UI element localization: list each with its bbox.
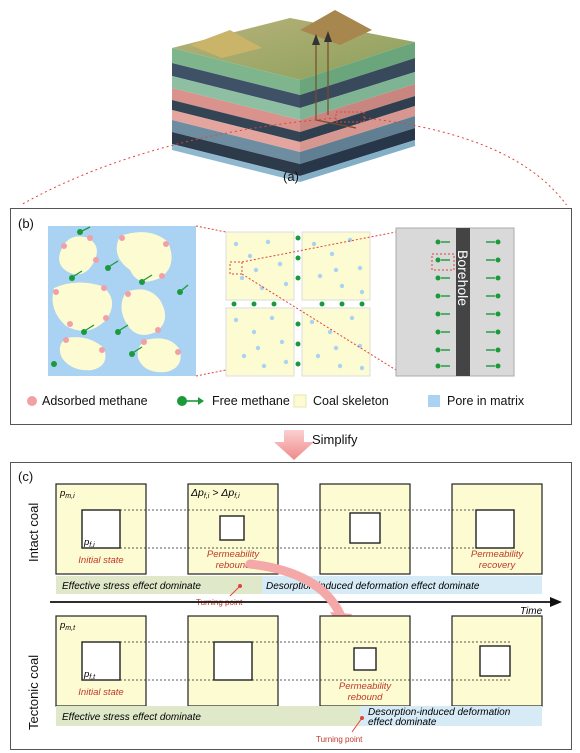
coal-skeleton-swatch-icon (293, 394, 307, 408)
mountain-shape (300, 10, 372, 45)
intact-state-recovery-2: recovery (479, 560, 517, 571)
panel-a-label: (a) (283, 169, 299, 184)
legend-coal-skeleton: Coal skeleton (313, 394, 389, 408)
strata-side-face (300, 42, 415, 182)
borehole-diagram: Borehole (395, 227, 515, 377)
tectonic-state-rebound-1: Permeability (339, 681, 393, 692)
borehole-label: Borehole (455, 250, 471, 306)
tectonic-bar-left (56, 706, 360, 726)
intact-bar-left-text: Effective stress effect dominate (62, 581, 201, 592)
time-arrow-icon (550, 597, 562, 607)
simplify-arrow-icon (274, 430, 314, 460)
delta-p-label: Δpf,i > Δpf,i (190, 487, 240, 500)
tectonic-bar-right (360, 706, 542, 726)
highlight-box (335, 111, 365, 123)
tectonic-coal-label: Tectonic coal (26, 655, 41, 730)
strata-front-face (172, 48, 300, 182)
intact-bar-left (56, 576, 262, 594)
panel-c-label: (c) (18, 469, 34, 484)
intact-row (55, 483, 543, 575)
tectonic-state-initial: Initial state (78, 687, 123, 698)
tectonic-state-rebound-2: rebound (348, 692, 384, 703)
intact-state-rebound-1: Permeability (207, 549, 261, 560)
legend-adsorbed: Adsorbed methane (42, 394, 148, 408)
transition-arrow (245, 559, 345, 619)
intact-pf-label: pf,i (83, 537, 95, 549)
tectonic-turning-point: Turning point (316, 735, 363, 744)
legend-pore: Pore in matrix (447, 394, 525, 408)
pore-swatch-icon (428, 395, 440, 407)
tectonic-row (55, 615, 543, 707)
time-label: Time (520, 606, 543, 617)
intact-state-rebound-2: rebound (216, 560, 252, 571)
intact-state-initial: Initial state (78, 555, 123, 566)
geology-block-illustration: (a) (19, 10, 567, 205)
intact-coal-label: Intact coal (26, 503, 41, 562)
pore-skeleton-diagram (48, 226, 196, 376)
free-methane-arrow-icon (177, 396, 204, 406)
intact-state-recovery-1: Permeability (471, 549, 525, 560)
tectonic-bar-left-text: Effective stress effect dominate (62, 712, 201, 723)
matrix-blocks-diagram (225, 231, 371, 377)
tectonic-pf-label: pf,t (83, 669, 96, 681)
simplify-label: Simplify (312, 432, 358, 447)
intact-bar-right (262, 576, 542, 594)
intact-bar-right-text: Desorption-induced deformation effect do… (266, 581, 480, 592)
legend-free: Free methane (212, 394, 290, 408)
intact-pm-label: pm,i (59, 488, 75, 500)
panel-b-label: (b) (18, 216, 34, 231)
panel-b-graphics: (b) (18, 216, 515, 408)
tectonic-bar-right-text-1: Desorption-induced deformation (368, 707, 511, 718)
tectonic-pm-label: pm,t (59, 620, 76, 632)
adsorbed-methane-dot-icon (27, 396, 37, 406)
tectonic-bar-right-text-2: effect dominate (368, 717, 437, 728)
zoom-line-left (19, 117, 337, 205)
panel-c-graphics: Intact coal Tectonic coal pm,i pf,i Δpf,… (26, 483, 562, 744)
